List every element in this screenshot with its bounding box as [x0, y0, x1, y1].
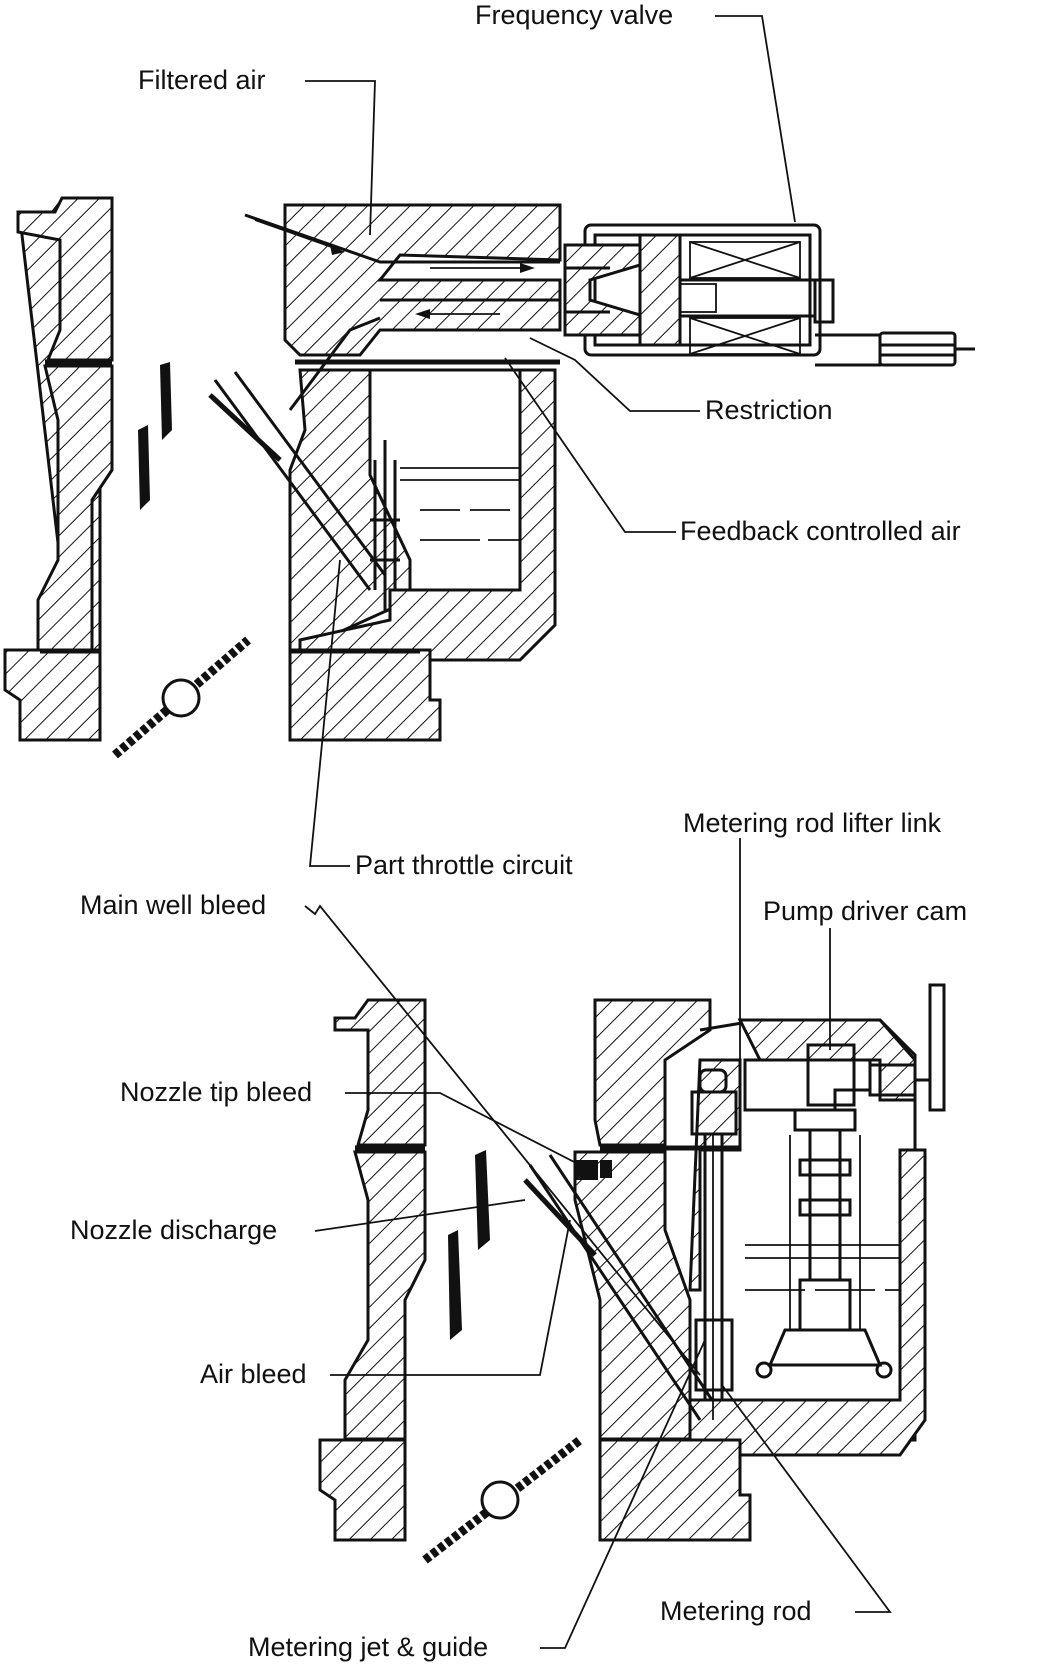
bottom-throttle-body-left — [318, 1438, 407, 1542]
label-filtered-air: Filtered air — [138, 65, 266, 95]
leader-nozzle-discharge — [314, 1199, 526, 1232]
bottom-venturi-left — [475, 1150, 490, 1250]
leader-restriction — [529, 337, 700, 412]
leader-metering-jet-guide — [540, 1339, 706, 1649]
bottom-carburetor-section — [318, 983, 946, 1564]
leader-feedback-air — [504, 357, 676, 533]
bottom-left-wall-lower — [343, 1150, 427, 1442]
top-center-block — [288, 368, 412, 652]
top-metering-jet — [370, 440, 400, 610]
label-feedback-controlled-air: Feedback controlled air — [680, 516, 961, 546]
bottom-metering-rod-assembly — [690, 1068, 738, 1420]
bottom-throttle-body-right — [598, 1438, 752, 1542]
top-nozzle — [208, 393, 282, 462]
label-main-well-bleed: Main well bleed — [80, 890, 266, 920]
label-nozzle-discharge: Nozzle discharge — [70, 1215, 277, 1245]
leader-frequency-valve — [715, 15, 796, 223]
bottom-nozzle — [523, 1178, 597, 1257]
bottom-center-block — [573, 1150, 692, 1442]
top-venturi-left — [160, 362, 172, 440]
leader-lines — [304, 15, 892, 1649]
leader-filtered-air — [305, 80, 376, 236]
bottom-main-well-passage — [528, 1154, 714, 1421]
label-air-bleed: Air bleed — [200, 1359, 307, 1389]
bottom-fuel-level — [745, 1244, 900, 1291]
top-air-horn — [283, 203, 562, 357]
leader-main-well-bleed — [304, 904, 701, 1376]
leader-air-bleed — [330, 1219, 571, 1376]
labels: Frequency valve Filtered air Restriction… — [70, 0, 967, 1662]
bottom-bowl-side — [688, 1058, 742, 1292]
bottom-air-horn-right — [593, 998, 712, 1147]
label-restriction: Restriction — [705, 395, 833, 425]
leader-metering-rod — [721, 1384, 892, 1613]
label-part-throttle-circuit: Part throttle circuit — [355, 850, 573, 880]
top-throttle-plate — [112, 636, 251, 759]
top-carburetor-section — [3, 196, 975, 759]
bottom-left-wall-upper — [333, 998, 427, 1147]
label-nozzle-tip-bleed: Nozzle tip bleed — [120, 1077, 312, 1107]
label-metering-jet-guide: Metering jet & guide — [248, 1632, 488, 1662]
top-venturi-left-lower — [138, 425, 150, 510]
top-main-well-passage — [213, 371, 387, 591]
bottom-venturi-left-lower — [448, 1230, 462, 1340]
label-frequency-valve: Frequency valve — [475, 0, 673, 30]
bottom-nozzle-tip — [575, 1160, 598, 1180]
bottom-throttle-plate — [422, 1436, 583, 1564]
top-throttle-body-left — [3, 648, 102, 742]
bottom-nozzle-tip-right — [600, 1160, 612, 1178]
label-metering-rod: Metering rod — [660, 1596, 812, 1626]
top-throttle-body-right — [288, 648, 442, 742]
leader-nozzle-tip-bleed — [345, 1092, 581, 1166]
leader-part-throttle — [309, 559, 350, 867]
top-fuel-level — [400, 467, 520, 541]
frequency-valve-solenoid — [563, 223, 975, 367]
label-pump-driver-cam: Pump driver cam — [763, 896, 967, 926]
bottom-pump-assembly — [743, 983, 946, 1379]
top-air-passage — [244, 213, 560, 411]
label-metering-rod-lifter-link: Metering rod lifter link — [683, 808, 942, 838]
bottom-bowl-floor — [688, 1148, 927, 1457]
